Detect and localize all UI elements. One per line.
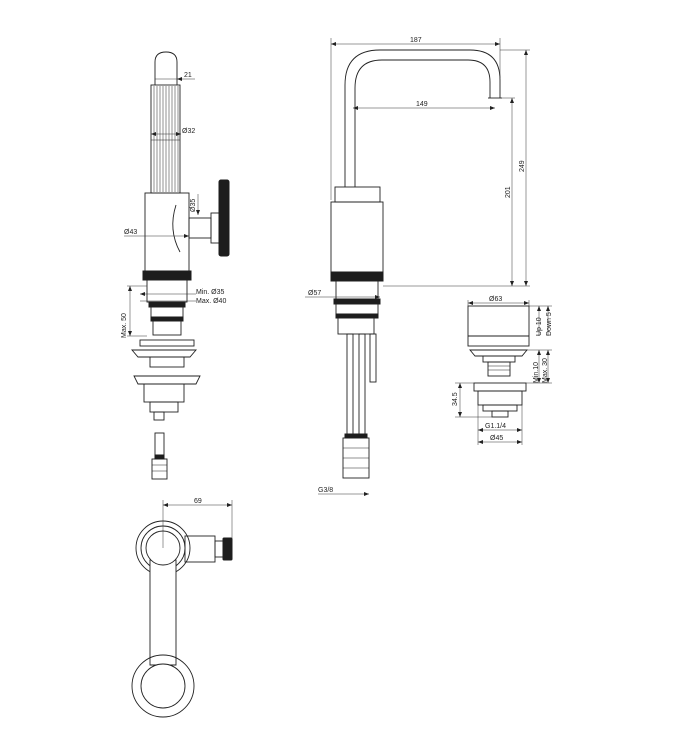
dim-waste-top-diameter: Ø63 xyxy=(489,296,502,303)
dim-inlet-thread: G3/8 xyxy=(318,487,333,494)
dim-hole-max: Max. Ø40 xyxy=(196,298,226,305)
dim-body-diameter: Ø32 xyxy=(182,128,195,135)
dim-handle-offset: 69 xyxy=(194,498,202,505)
dim-waste-down: Down 5 xyxy=(546,312,553,336)
dim-waste-up: Up 10 xyxy=(536,317,543,336)
dim-total-height: 249 xyxy=(519,160,526,172)
dim-spout-reach: 149 xyxy=(416,101,428,108)
dim-total-reach: 187 xyxy=(410,37,422,44)
waste-view-dimensions: Ø63 Up 10 Down 5 Min.10 Max. 30 34.5 G1.… xyxy=(452,296,553,445)
dim-hole-min: Min. Ø35 xyxy=(196,289,225,296)
dim-front-base-diameter: Ø57 xyxy=(308,290,321,297)
top-view xyxy=(131,520,233,718)
dim-waste-thread: G1.1/4 xyxy=(485,423,506,430)
side-view xyxy=(131,51,230,480)
dim-waste-min: Min.10 xyxy=(533,362,540,383)
dim-waste-height: 34.5 xyxy=(452,392,459,406)
front-view-dimensions: 187 149 201 249 Ø57 G3/8 xyxy=(305,37,530,496)
side-view-dimensions: 21 Ø32 Ø35 Ø43 Min. Ø35 Max. Ø40 Max. 50 xyxy=(121,72,226,338)
dim-handle-diameter: Ø35 xyxy=(190,199,197,212)
dim-base-diameter: Ø43 xyxy=(124,229,137,236)
dim-deck-max: Max. 50 xyxy=(121,313,128,338)
front-view xyxy=(330,49,502,479)
dim-waste-bottom-diameter: Ø45 xyxy=(490,435,503,442)
top-view-dimensions: 69 xyxy=(162,498,233,548)
dim-width-top: 21 xyxy=(184,72,192,79)
dim-spout-height: 201 xyxy=(505,186,512,198)
waste-view xyxy=(467,305,530,418)
dim-waste-max: Max. 30 xyxy=(542,358,549,383)
